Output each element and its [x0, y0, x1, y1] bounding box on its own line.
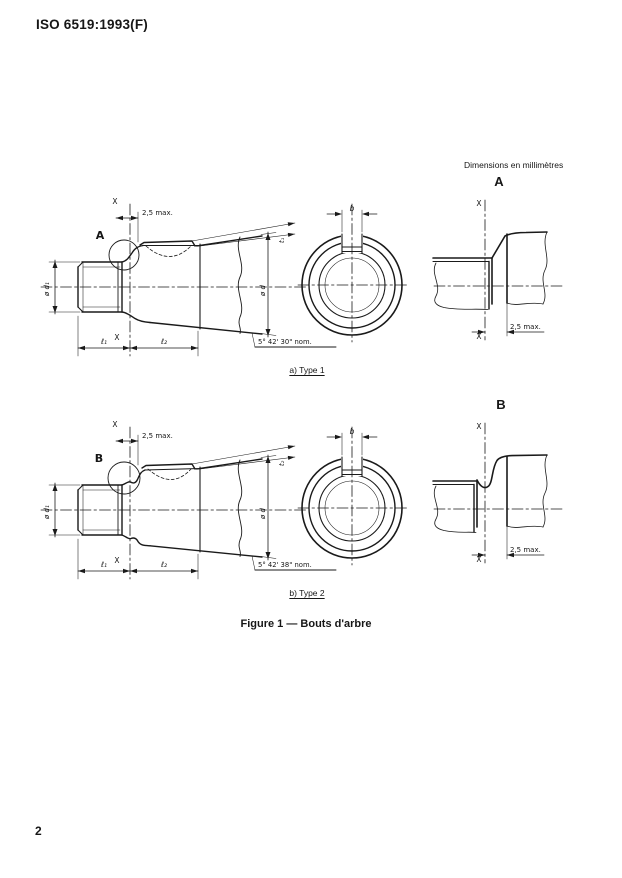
section-x-bottom-label: X [114, 333, 119, 342]
taper-angle-label: 5° 42' 30" nom. [258, 338, 312, 346]
key-width-label: b [350, 204, 355, 213]
type2-caption: b) Type 2 [289, 588, 325, 598]
type1-drawing: X X ø d₁ A [40, 197, 563, 357]
length1-label: ℓ₁ [100, 560, 107, 569]
section-x-top-label: X [112, 197, 117, 206]
detail-section-x-top: X [476, 422, 481, 431]
section-x-top-label: X [112, 420, 117, 429]
detail-b-marker: B [95, 452, 103, 465]
taper-angle-label: 5° 42' 38" nom. [258, 561, 312, 569]
detail-max-offset-label: 2,5 max. [510, 546, 541, 554]
max-offset-label: 2,5 max. [142, 432, 173, 440]
thread-diameter-label: ø d₁ [43, 282, 51, 297]
key-width-label: b [350, 427, 355, 436]
type2-detail-view: X X 2,5 max. [432, 422, 563, 564]
detail-a-title: A [494, 174, 504, 189]
detail-max-offset-label: 2,5 max. [510, 323, 541, 331]
type2-drawing: X X ø d₁ B [40, 420, 563, 580]
length1-label: ℓ₁ [100, 337, 107, 346]
figure-caption: Figure 1 — Bouts d'arbre [240, 618, 372, 630]
section-x-bottom-label: X [114, 556, 119, 565]
detail-a-marker: A [96, 229, 105, 242]
shaft-diameter-label: ø d [259, 284, 267, 297]
key-depth-label: t₁ [278, 237, 286, 243]
key-depth-label: t₂ [278, 460, 286, 466]
type2-side-view: X X ø d₁ B [40, 420, 337, 580]
type1-caption: a) Type 1 [289, 365, 325, 375]
standard-reference: ISO 6519:1993(F) [36, 17, 149, 32]
detail-b-title: B [496, 397, 506, 412]
type1-end-view: b [297, 203, 409, 343]
thread-diameter-label: ø d₁ [43, 505, 51, 520]
type2-end-view: b [297, 426, 409, 566]
length2-label: ℓ₂ [160, 560, 167, 569]
type1-side-view: X X ø d₁ A [40, 197, 337, 357]
detail-section-x-bottom: X [476, 332, 481, 341]
page-number: 2 [35, 824, 42, 838]
detail-section-x-bottom: X [476, 555, 481, 564]
length2-label: ℓ₂ [160, 337, 167, 346]
type1-detail-view: X X 2,5 max. [432, 199, 563, 341]
detail-section-x-top: X [476, 199, 481, 208]
max-offset-label: 2,5 max. [142, 209, 173, 217]
dimensions-note: Dimensions en millimètres [464, 160, 564, 170]
shaft-diameter-label: ø d [259, 507, 267, 520]
